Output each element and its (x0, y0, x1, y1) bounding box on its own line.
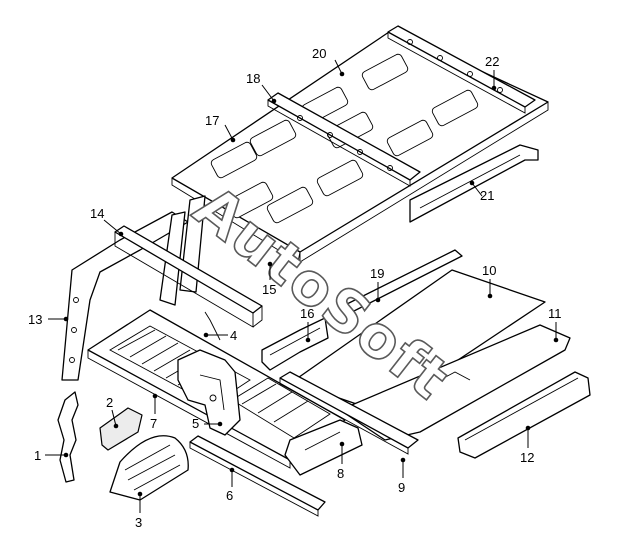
callout-11: 11 (548, 306, 562, 321)
callout-4: 4 (230, 328, 237, 343)
trough-12 (457, 371, 591, 459)
leader-lines (45, 59, 559, 513)
floor-panel-10 (291, 269, 546, 413)
callout-10: 10 (482, 263, 496, 278)
bracket-1 (57, 391, 79, 483)
callout-18: 18 (246, 71, 260, 86)
callout-7: 7 (150, 416, 157, 431)
callout-5: 5 (192, 416, 199, 431)
wheel-arch-8 (284, 419, 363, 476)
crossmember-19 (344, 249, 463, 321)
callout-1: 1 (34, 448, 41, 463)
callout-16: 16 (300, 306, 314, 321)
callout-6: 6 (226, 488, 233, 503)
callout-3: 3 (135, 515, 142, 530)
sill-9 (279, 371, 419, 455)
panel-16 (261, 317, 329, 371)
callout-13: 13 (28, 312, 42, 327)
callout-17: 17 (205, 113, 219, 128)
callout-22: 22 (485, 54, 499, 69)
callout-15: 15 (262, 282, 276, 297)
callout-14: 14 (90, 206, 104, 221)
floor-panel-11 (339, 324, 571, 441)
wheelhouse-3 (109, 435, 189, 501)
callout-2: 2 (106, 395, 113, 410)
callout-8: 8 (337, 466, 344, 481)
roof-bow-18 (267, 92, 421, 187)
callout-9: 9 (398, 480, 405, 495)
header-beam-14 (114, 225, 263, 328)
callout-labels: 1 2 3 4 5 6 7 8 9 10 11 12 13 14 15 16 1… (28, 46, 562, 530)
bracket-2 (99, 407, 143, 451)
rocker-6 (189, 435, 326, 517)
callout-20: 20 (312, 46, 326, 61)
seat-box-5 (177, 349, 241, 436)
callout-21: 21 (480, 188, 494, 203)
callout-12: 12 (520, 450, 534, 465)
callout-19: 19 (370, 266, 384, 281)
roof-bow-22 (387, 25, 536, 114)
